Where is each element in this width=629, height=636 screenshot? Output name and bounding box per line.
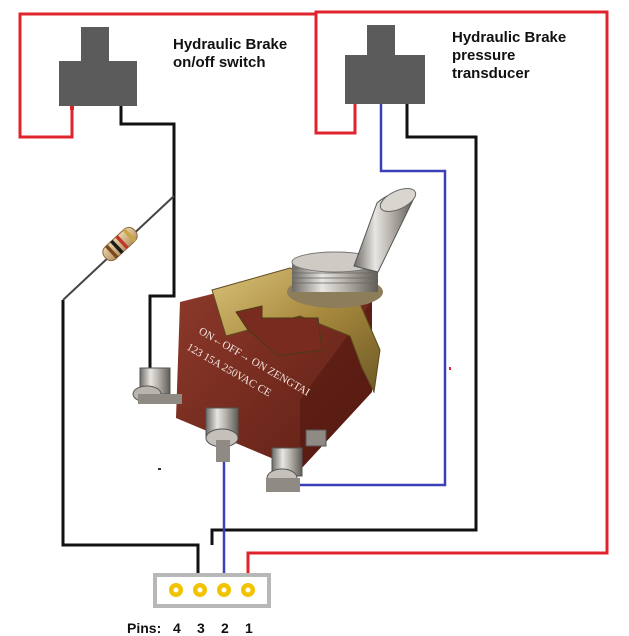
transducer-label: Hydraulic Brake pressure transducer [452,29,612,83]
toggle-terminal-far-right [305,429,327,447]
brake-switch-body [59,27,137,106]
transducer-body [345,25,425,104]
brake-switch-component [59,27,137,110]
black-wires [61,104,478,583]
black-wire-resistor-to-connector [61,300,200,583]
resistor [62,195,175,301]
black-wire-switch-to-resistor [119,106,176,196]
black-wire-resistor-to-toggle [148,196,176,370]
connector-pin-4 [169,583,183,597]
brake-switch-label: Hydraulic Brake on/off switch [173,36,333,72]
pin-label-1: 1 [245,620,253,636]
pin-label-2: 2 [221,620,229,636]
transducer-label-line3: transducer [452,65,530,82]
pin-label-3: 3 [197,620,205,636]
brake-switch-label-line2: on/off switch [173,54,266,71]
red-wire-switch-loop [18,12,316,139]
pins-caption: Pins: [127,620,162,636]
pin-label-4: 4 [173,620,181,636]
resistor-band-2 [110,239,124,254]
speck [158,468,161,470]
blue-wires [222,104,447,583]
black-wire-transducer-to-toggle [210,104,478,545]
toggle-terminal-right [266,447,303,492]
toggle-terminal-left [132,367,182,404]
connector-pin-3 [193,583,207,597]
resistor-body [102,226,138,262]
transducer-label-line2: pressure [452,47,516,64]
brake-switch-label-line1: Hydraulic Brake [173,36,288,53]
connector-4pin [153,573,271,608]
transducer-label-line1: Hydraulic Brake [452,29,567,46]
toggle-terminal-center [205,407,239,462]
speck [449,367,451,370]
connector-pin-2 [217,583,231,597]
toggle-switch-frame-window [235,305,323,357]
red-wires [18,10,609,583]
blue-wire-transducer-signal [300,104,447,487]
red-wire-transducer-loop [246,10,609,583]
toggle-switch: ON←OFF→ ON ZENGTAI 123 15A 250VAC CE [132,188,417,492]
resistor-band-1 [105,244,119,259]
connector-pin-1 [241,583,255,597]
pressure-transducer-component [345,25,425,104]
resistor-band-3 [115,235,129,250]
toggle-lever-tip [379,188,417,212]
brake-switch-pin-left [70,106,74,110]
resistor-band-4 [122,228,137,243]
